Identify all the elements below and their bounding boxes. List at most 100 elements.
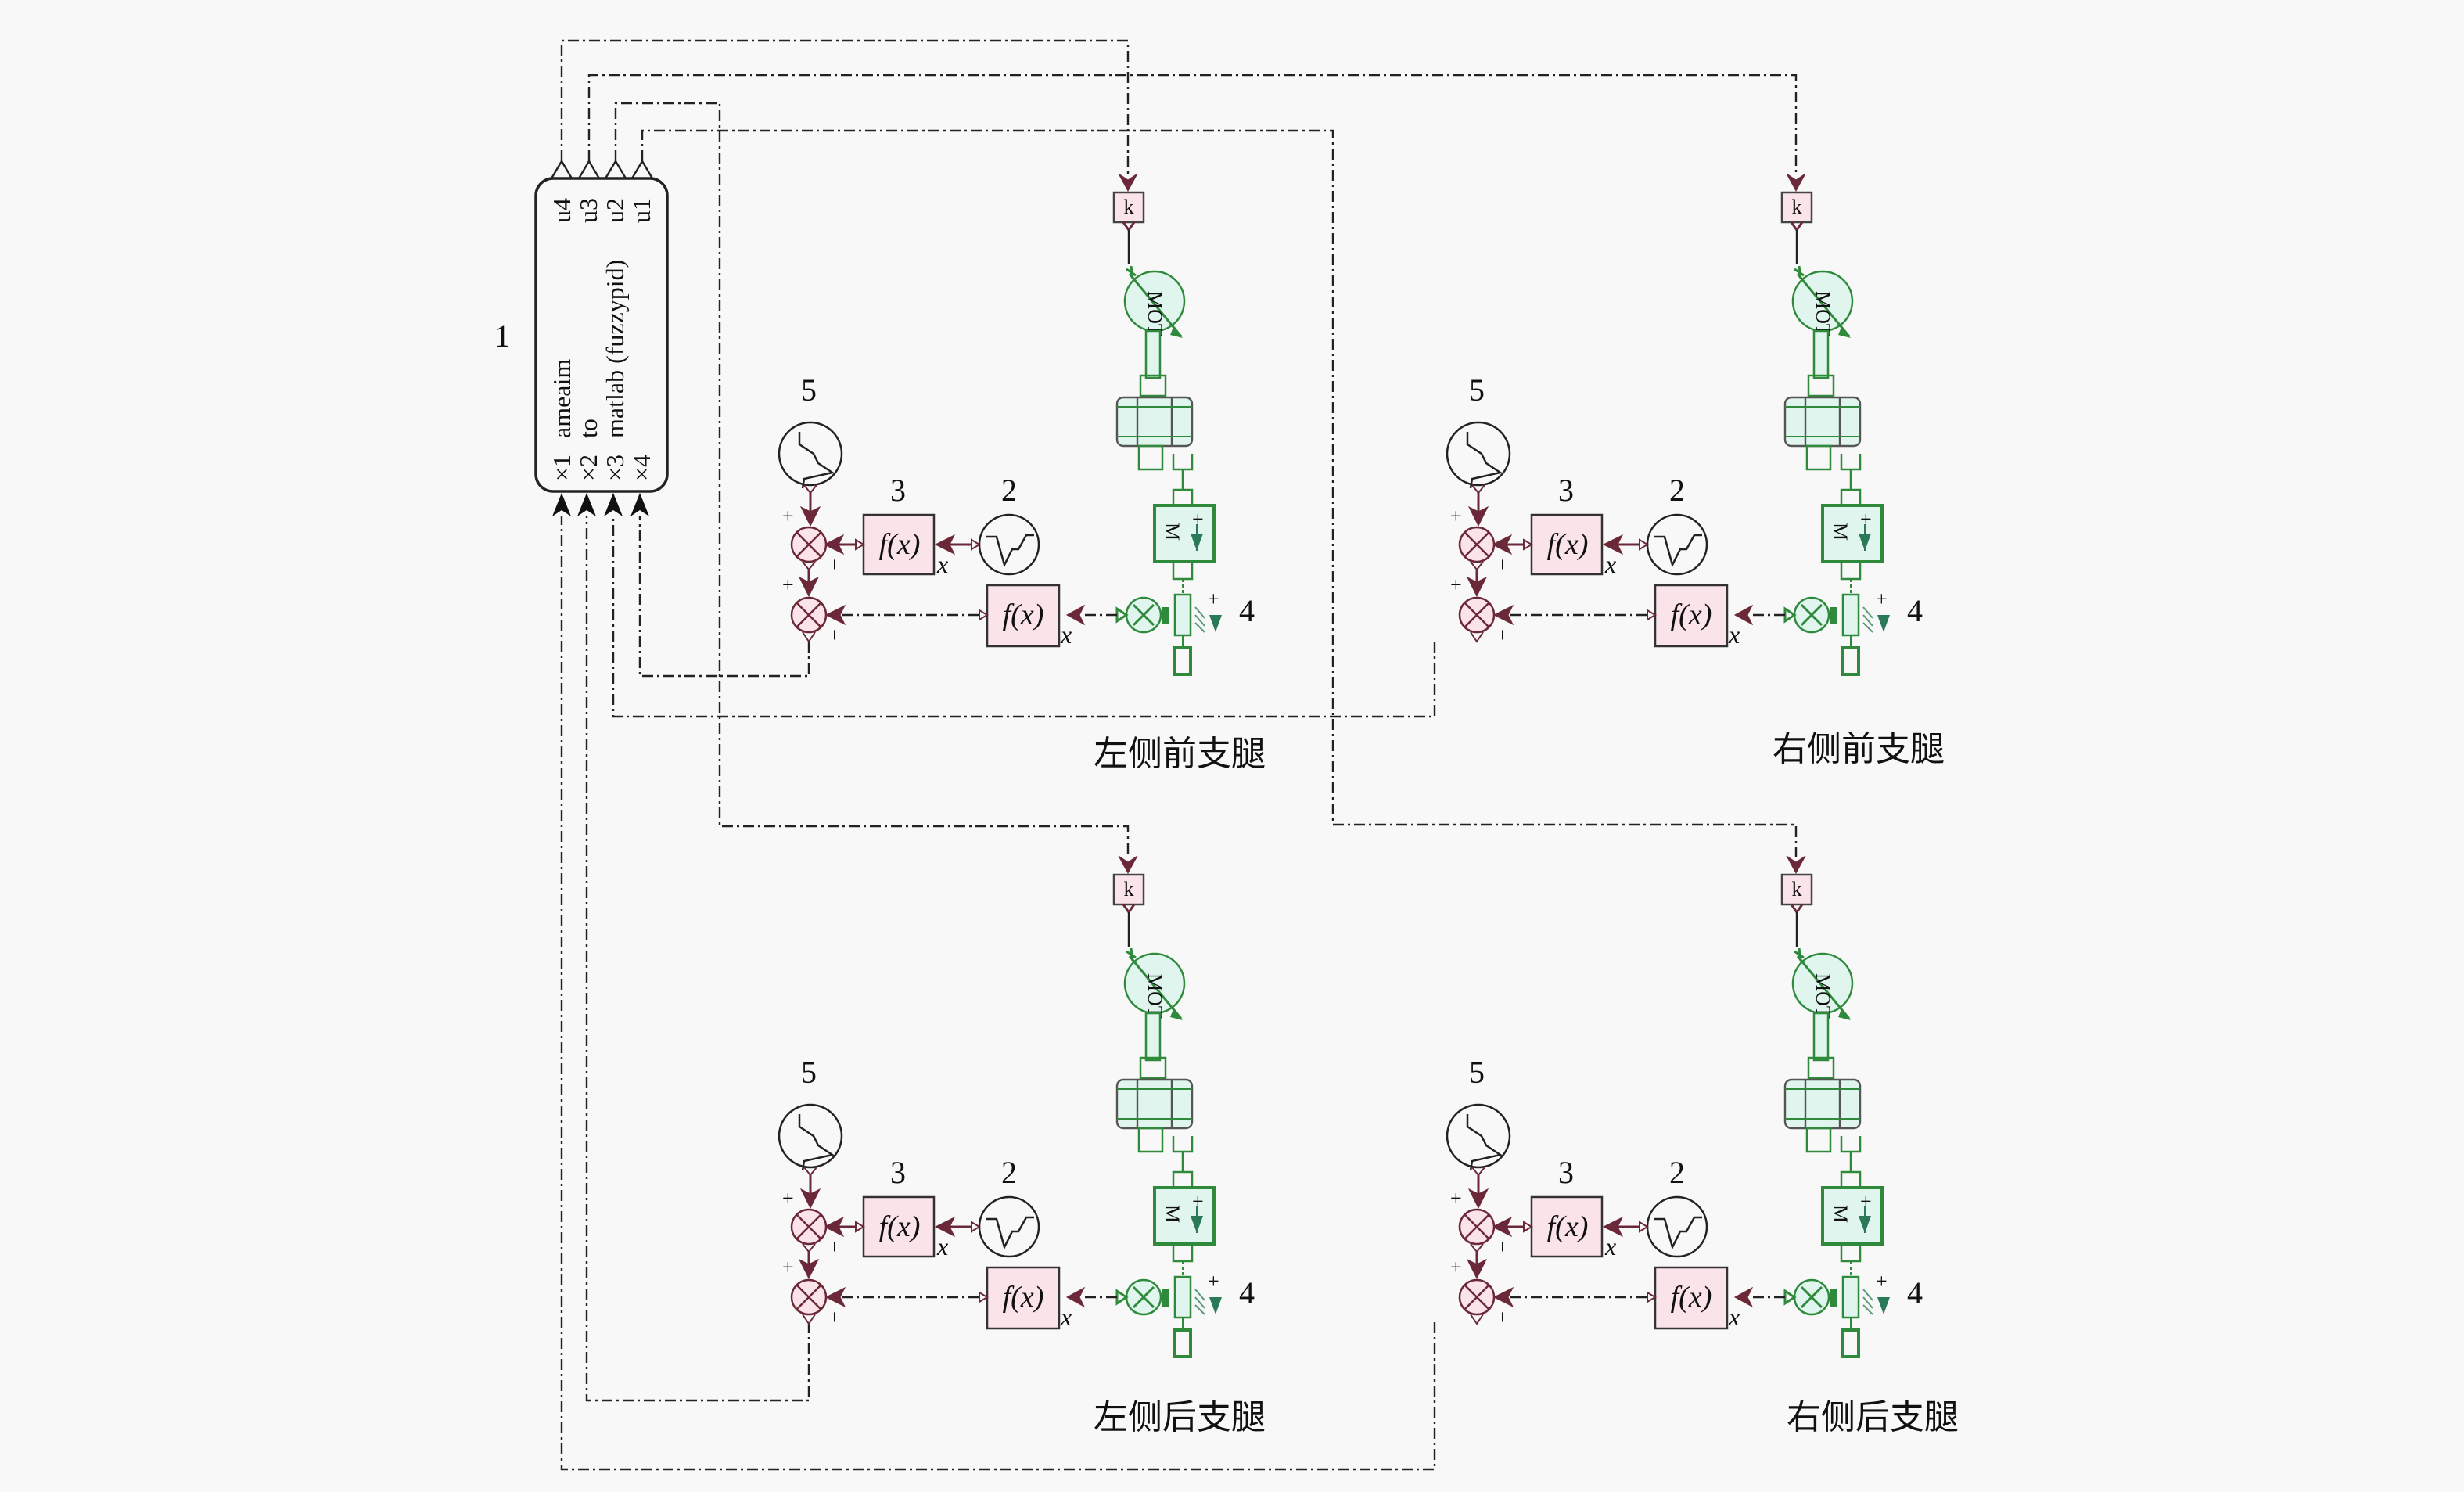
controller-input-x2: ×2: [574, 455, 602, 481]
fx3-label: f(x): [1547, 528, 1589, 561]
controller-output-ports: [550, 159, 654, 179]
sum2-minus: −: [1491, 1311, 1514, 1323]
hydraulic-cylinder[interactable]: [1783, 1078, 1862, 1153]
mass-label: M: [1829, 1205, 1852, 1223]
controller-block[interactable]: u4 u3 u2 u1 ×1 ×2 ×3 ×4 ameaim to matlab…: [534, 159, 669, 516]
mass-label: M: [1829, 523, 1852, 541]
proportional-valve[interactable]: MOT: [1791, 265, 1854, 338]
summing-junction-2[interactable]: +−: [782, 573, 846, 643]
legend-number-3: 3: [1558, 1155, 1574, 1190]
sum1-minus: −: [823, 559, 846, 570]
proportional-valve[interactable]: MOT: [1123, 265, 1186, 338]
gain-block[interactable]: k: [1112, 173, 1145, 232]
wire-u1-right-rear: [641, 129, 1798, 857]
wire-feedback-right-rear: [560, 516, 1436, 1471]
valve-label: MOT: [1144, 973, 1166, 1019]
hydraulic-cylinder[interactable]: [1783, 396, 1862, 471]
sensor-plus: +: [1876, 588, 1888, 610]
proportional-valve[interactable]: MOT: [1123, 947, 1186, 1020]
displacement-sensor[interactable]: +: [1783, 588, 1890, 637]
sum2-minus: −: [823, 1311, 846, 1323]
legend-number-5: 5: [1469, 1055, 1485, 1090]
mass-label: M: [1161, 1205, 1184, 1223]
mass-block[interactable]: M+: [1821, 488, 1884, 581]
sensor-base: [1841, 1328, 1860, 1358]
sum1-plus: +: [1450, 1187, 1462, 1210]
signal-source-2[interactable]: [971, 1195, 1040, 1258]
summing-junction-2[interactable]: +−: [782, 1256, 846, 1325]
piston-rod: [1812, 1012, 1830, 1062]
fx-input-label: x: [1060, 1303, 1072, 1331]
feedback-function-block[interactable]: f(x)x: [979, 1266, 1072, 1331]
sum1-minus: −: [1491, 1241, 1514, 1253]
piston-rod: [1144, 329, 1162, 379]
feedback-function-block[interactable]: f(x)x: [1647, 1266, 1740, 1331]
wire-u3-right-front: [587, 74, 1798, 174]
valve-label: MOT: [1144, 291, 1166, 336]
fx3-input-label: x: [1604, 550, 1616, 578]
fx3-input-label: x: [1604, 1232, 1616, 1260]
leg-label-left-rear: 左侧后支腿: [1094, 1397, 1266, 1437]
mass-block[interactable]: M+: [1821, 1170, 1884, 1263]
gain-label: k: [1124, 878, 1134, 901]
gain-label: k: [1124, 196, 1134, 218]
mass-block[interactable]: M+: [1153, 1170, 1216, 1263]
wire-u2-left-rear: [614, 102, 1130, 857]
wire-feedback-left-front: [638, 516, 810, 678]
function-block-3[interactable]: f(x)x: [855, 513, 948, 578]
gain-block[interactable]: k: [1780, 855, 1813, 915]
summing-junction-2[interactable]: +−: [1450, 1256, 1514, 1325]
hydraulic-cylinder[interactable]: [1115, 1078, 1194, 1153]
signal-source-5[interactable]: [1446, 421, 1511, 494]
signal-source-2[interactable]: [1639, 1195, 1708, 1258]
function-block-3[interactable]: f(x)x: [1523, 1195, 1616, 1260]
feedback-function-block[interactable]: f(x) x: [1647, 584, 1740, 649]
wire-feedback-left-rear: [585, 516, 810, 1402]
hydraulic-cylinder[interactable]: [1115, 396, 1194, 471]
sum2-plus: +: [782, 573, 794, 596]
fx-input-label: x: [1728, 620, 1740, 649]
signal-source-5[interactable]: [778, 421, 843, 494]
signal-source-2[interactable]: [971, 513, 1040, 576]
signal-wires: [560, 39, 1798, 1471]
sensor-plus: +: [1876, 1270, 1888, 1292]
legend-number-4: 4: [1907, 593, 1923, 628]
controller-output-u1: u1: [627, 198, 656, 223]
mass-plus: +: [1860, 1190, 1872, 1213]
fx3-input-label: x: [936, 550, 948, 578]
sum2-plus: +: [1450, 1256, 1462, 1278]
summing-junction-1[interactable]: +−: [782, 1187, 846, 1253]
legend-number-2: 2: [1669, 1155, 1685, 1190]
summing-junction-2[interactable]: +−: [1450, 573, 1514, 643]
function-block-3[interactable]: f(x) x: [1523, 513, 1616, 578]
displacement-sensor[interactable]: +: [1115, 1270, 1222, 1319]
proportional-valve[interactable]: MOT: [1791, 947, 1854, 1020]
legend-number-3: 3: [890, 1155, 906, 1190]
gain-block[interactable]: k: [1780, 173, 1813, 232]
legend-number-5: 5: [801, 372, 817, 408]
fx-label: f(x): [1671, 599, 1712, 631]
gain-block[interactable]: k: [1112, 855, 1145, 915]
signal-source-5[interactable]: [778, 1103, 843, 1177]
controller-label-number: 1: [494, 318, 510, 354]
summing-junction-1[interactable]: +−: [1450, 1187, 1514, 1253]
displacement-sensor[interactable]: +: [1115, 588, 1222, 637]
controller-input-ports: [552, 493, 649, 516]
signal-source-2[interactable]: [1639, 513, 1708, 576]
valve-label: MOT: [1812, 291, 1834, 336]
signal-source-5[interactable]: [1446, 1103, 1511, 1177]
legend-number-4: 4: [1239, 1275, 1255, 1310]
function-block-3[interactable]: f(x)x: [855, 1195, 948, 1260]
mass-block[interactable]: M+: [1153, 488, 1216, 581]
controller-title-line-2: to: [574, 419, 602, 438]
mass-plus: +: [1192, 1190, 1204, 1213]
sensor-plus: +: [1208, 588, 1219, 610]
controller-output-u2: u2: [601, 198, 629, 223]
displacement-sensor[interactable]: +: [1783, 1270, 1890, 1319]
feedback-function-block[interactable]: f(x)x: [979, 584, 1072, 649]
legend-number-4: 4: [1907, 1275, 1923, 1310]
controller-input-x3: ×3: [601, 455, 629, 481]
